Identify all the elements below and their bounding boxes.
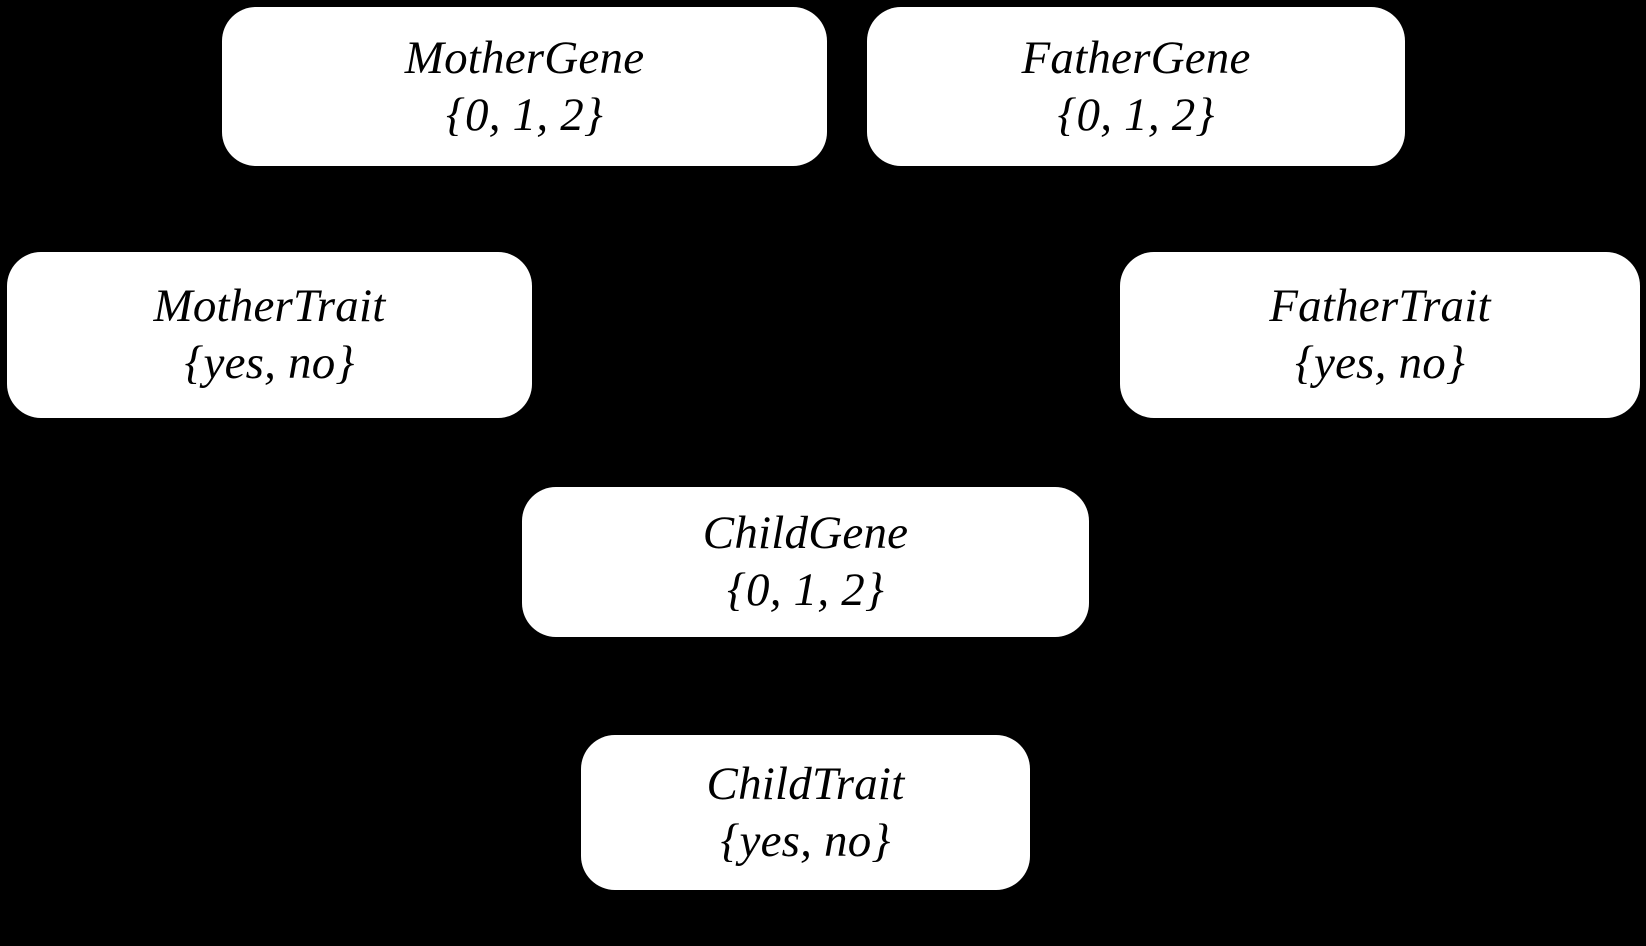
node-mother-trait[interactable]: MotherTrait {yes, no}: [7, 252, 532, 418]
node-child-trait[interactable]: ChildTrait {yes, no}: [581, 735, 1030, 890]
node-father-trait-label: FatherTrait: [1269, 280, 1491, 333]
node-father-gene-label: FatherGene: [1021, 31, 1251, 84]
node-child-gene-domain: {0, 1, 2}: [727, 564, 884, 616]
node-father-trait[interactable]: FatherTrait {yes, no}: [1120, 252, 1640, 418]
node-child-trait-label: ChildTrait: [706, 757, 905, 810]
node-child-gene[interactable]: ChildGene {0, 1, 2}: [522, 487, 1089, 637]
node-mother-gene-label: MotherGene: [404, 31, 645, 84]
node-mother-gene[interactable]: MotherGene {0, 1, 2}: [222, 7, 827, 166]
node-child-trait-domain: {yes, no}: [720, 814, 891, 867]
node-mother-trait-label: MotherTrait: [153, 280, 386, 333]
node-child-gene-label: ChildGene: [702, 507, 909, 560]
node-father-trait-domain: {yes, no}: [1295, 337, 1465, 389]
node-mother-trait-domain: {yes, no}: [184, 337, 355, 389]
node-father-gene-domain: {0, 1, 2}: [1057, 88, 1215, 141]
node-father-gene[interactable]: FatherGene {0, 1, 2}: [867, 7, 1405, 166]
node-mother-gene-domain: {0, 1, 2}: [446, 88, 603, 141]
